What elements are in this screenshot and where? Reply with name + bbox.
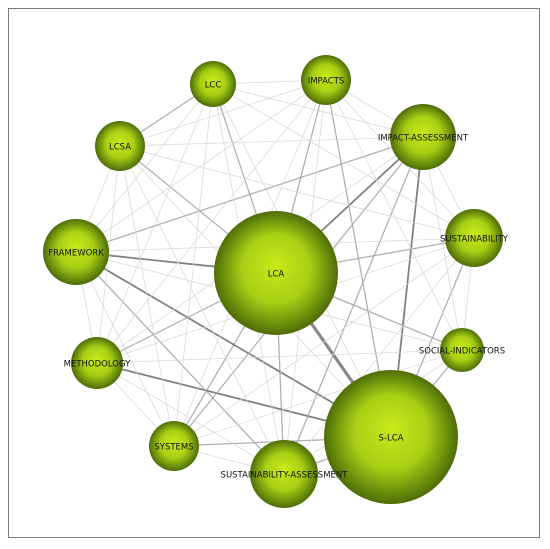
node-label-sustainability: SUSTAINABILITY [440,235,509,245]
node-circle-social-indicators[interactable] [440,328,484,372]
node-label-s-lca: S-LCA [379,434,404,444]
edge-framework-sustainability-assessment [75,251,285,475]
edge-framework-impacts [75,79,327,253]
edge-lcsa-impacts [119,79,327,147]
node-lcc[interactable]: LCC [190,61,236,107]
node-circle-sustainability-assessment[interactable] [250,440,318,508]
node-label-impact-assessment: IMPACT-ASSESSMENT [378,134,469,144]
node-label-framework: FRAMEWORK [48,249,104,259]
edge-sustainability-sustainability-assessment [283,237,475,475]
node-systems[interactable]: SYSTEMS [149,421,199,471]
keyword-network-graph: LCA S-LCA IMPACT-ASSESSMENT FRAMEWORK SUSTAI… [43,55,509,508]
node-impact-assessment[interactable]: IMPACT-ASSESSMENT [378,104,469,170]
edge-impact-assessment-framework [75,136,424,253]
node-label-lca: LCA [268,270,285,280]
node-s-lca[interactable]: S-LCA [324,370,458,504]
node-social-indicators[interactable]: SOCIAL-INDICATORS [419,328,505,372]
node-sustainability-assessment[interactable]: SUSTAINABILITY-ASSESSMENT [221,440,349,508]
edge-lcc-methodology [96,83,214,364]
edge-lcsa-sustainability [119,145,475,239]
node-label-lcsa: LCSA [109,143,131,153]
node-circle-sustainability[interactable] [445,209,503,267]
node-methodology[interactable]: METHODOLOGY [64,337,132,389]
node-circle-lcsa[interactable] [95,121,145,171]
edge-impact-assessment-sustainability-assessment [283,136,424,475]
node-label-systems: SYSTEMS [154,443,193,453]
node-label-sustainability-assessment: SUSTAINABILITY-ASSESSMENT [221,471,349,481]
edge-lcc-systems [173,83,214,447]
edge-sustainability-systems [173,237,475,447]
node-sustainability[interactable]: SUSTAINABILITY [440,209,509,267]
node-circle-methodology[interactable] [71,337,123,389]
node-circle-impact-assessment[interactable] [390,104,456,170]
nodes-layer: LCA S-LCA IMPACT-ASSESSMENT FRAMEWORK SUSTAI… [43,55,509,508]
node-circle-framework[interactable] [43,219,109,285]
edge-lcsa-systems [119,145,175,447]
edge-impact-assessment-lcsa [119,136,424,147]
edge-impact-assessment-social-indicators [422,136,463,351]
edge-systems-social-indicators [173,349,463,447]
edge-methodology-social-indicators [96,349,463,364]
node-circle-s-lca[interactable] [324,370,458,504]
node-impacts[interactable]: IMPACTS [301,55,351,105]
node-lcsa[interactable]: LCSA [95,121,145,171]
edge-sustainability-assessment-methodology [96,362,285,475]
node-label-social-indicators: SOCIAL-INDICATORS [419,347,505,357]
node-circle-lcc[interactable] [190,61,236,107]
network-frame: LCA S-LCA IMPACT-ASSESSMENT FRAMEWORK SUSTAI… [8,8,540,538]
node-circle-systems[interactable] [149,421,199,471]
node-label-impacts: IMPACTS [308,77,345,87]
edge-impacts-methodology [96,79,327,364]
node-circle-impacts[interactable] [301,55,351,105]
edge-framework-systems [75,251,175,447]
node-framework[interactable]: FRAMEWORK [43,219,109,285]
edge-lcc-sustainability [212,83,475,239]
edge-lcsa-sustainability-assessment [119,145,285,475]
edge-impact-assessment-lcc [212,83,424,138]
node-label-lcc: LCC [205,81,222,91]
node-lca[interactable]: LCA [214,211,338,335]
edge-framework-lcc [75,83,214,253]
node-label-methodology: METHODOLOGY [64,360,132,370]
edge-impacts-social-indicators [325,79,463,351]
node-circle-lca[interactable] [214,211,338,335]
